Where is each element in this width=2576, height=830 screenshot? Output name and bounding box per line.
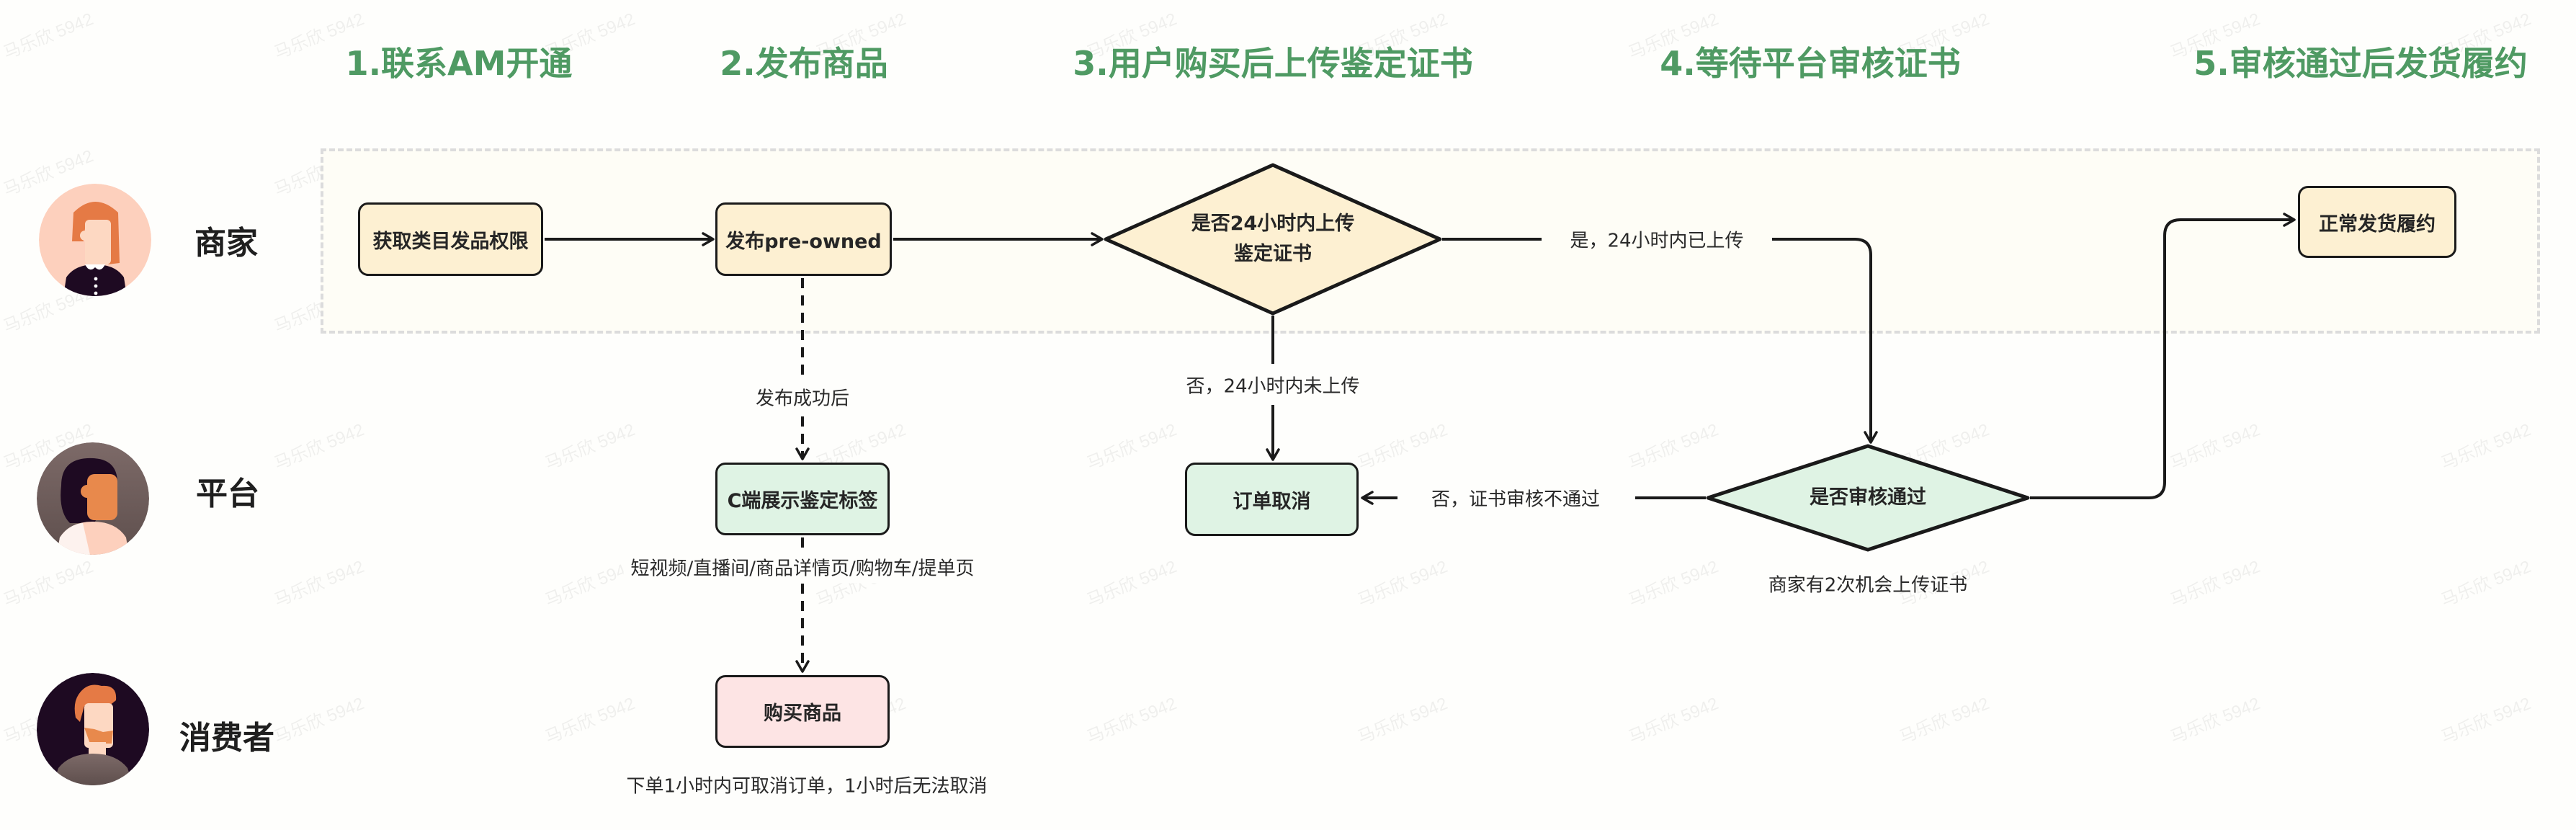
decision-upload-line-1: 是否24小时内上传: [1191, 213, 1355, 235]
node-cancel-order[interactable]: 订单取消: [1185, 463, 1359, 536]
consumer-avatar-icon: [37, 673, 149, 785]
merchant-avatar-icon: [39, 184, 151, 296]
role-label-merchant: 商家: [194, 225, 258, 262]
decision-upload-text[interactable]: 是否24小时内上传 鉴定证书: [1191, 209, 1355, 269]
node-normal-ship[interactable]: 正常发货履约: [2298, 186, 2456, 258]
note-review-chances: 商家有2次机会上传证书: [1768, 574, 1968, 597]
decision-upload-diamond: [1104, 163, 1442, 316]
note-cancel-rule: 下单1小时内可取消订单，1小时后无法取消: [626, 775, 988, 798]
decision-review-text[interactable]: 是否审核通过: [1810, 486, 1926, 509]
edge-label-after-publish: 发布成功后: [755, 388, 850, 410]
edge-yes-uploaded: [1442, 238, 1871, 442]
node-publish-preowned[interactable]: 发布pre-owned: [715, 202, 892, 276]
edge-review-passed: [2030, 213, 2296, 499]
phase-5-title: 5.审核通过后发货履约: [2193, 44, 2528, 83]
role-label-platform: 平台: [196, 476, 259, 512]
platform-avatar-icon: [37, 442, 149, 555]
edge-label-yes-uploaded: 是，24小时内已上传: [1570, 230, 1744, 252]
edge-label-review-failed: 否，证书审核不通过: [1431, 488, 1601, 511]
phase-3-title: 3.用户购买后上传鉴定证书: [1073, 44, 1473, 83]
node-buy[interactable]: 购买商品: [715, 675, 890, 748]
edge-label-no-uploaded: 否，24小时内未上传: [1186, 375, 1360, 398]
decision-upload-line-2: 鉴定证书: [1233, 243, 1312, 265]
phase-1-title: 1.联系AM开通: [345, 44, 573, 83]
phase-2-title: 2.发布商品: [720, 44, 888, 83]
note-tag-scenes: 短视频/直播间/商品详情页/购物车/提单页: [623, 550, 982, 584]
decision-review-diamond: [1706, 444, 2030, 552]
phase-4-title: 4.等待平台审核证书: [1660, 44, 1961, 83]
node-show-tag[interactable]: C端展示鉴定标签: [715, 463, 890, 535]
node-get-permission[interactable]: 获取类目发品权限: [358, 202, 543, 276]
role-label-consumer: 消费者: [179, 720, 274, 757]
